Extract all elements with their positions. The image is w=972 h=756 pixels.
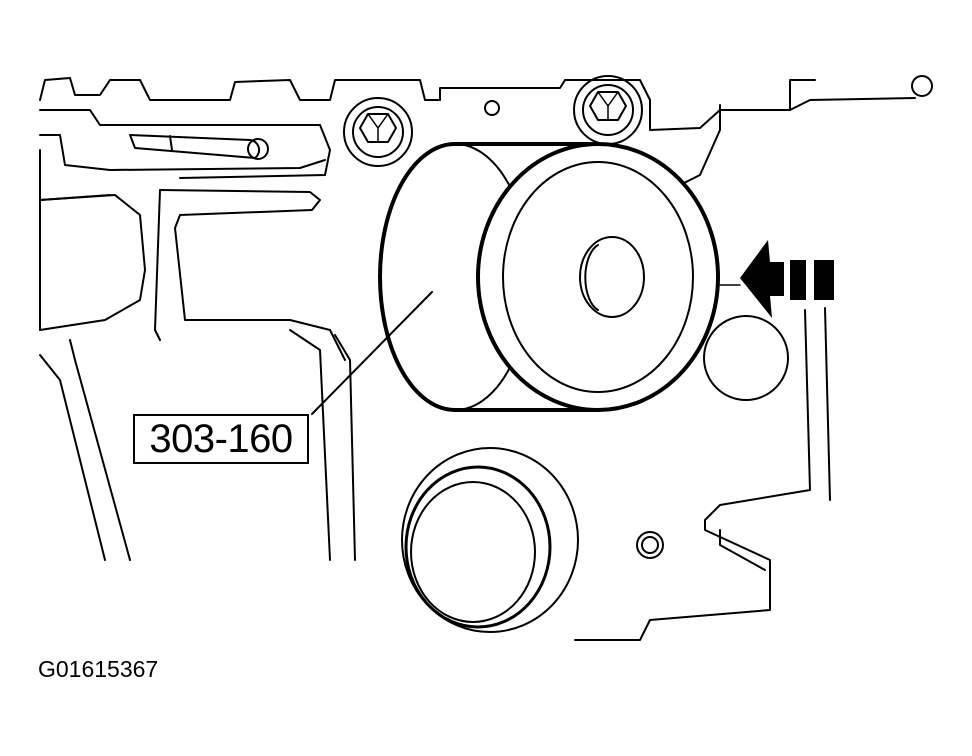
- seal-bore-right: [703, 315, 789, 401]
- dowel-hole-lower: [636, 531, 664, 559]
- bolt-left: [343, 97, 413, 167]
- dowel-hole-top: [484, 100, 500, 116]
- arrow-left-icon: [717, 240, 834, 318]
- dowel-hole-right: [911, 75, 933, 97]
- tool-callout-label: 303-160: [133, 414, 309, 464]
- engine-casting-outline: [39, 77, 916, 641]
- shaft: [39, 194, 111, 201]
- lower-seal: [401, 447, 579, 633]
- bolt-right: [573, 75, 643, 145]
- callout-leader: [311, 291, 433, 415]
- stud: [129, 134, 269, 160]
- figure-id: G01615367: [38, 656, 159, 682]
- special-tool-303-160: [378, 142, 720, 412]
